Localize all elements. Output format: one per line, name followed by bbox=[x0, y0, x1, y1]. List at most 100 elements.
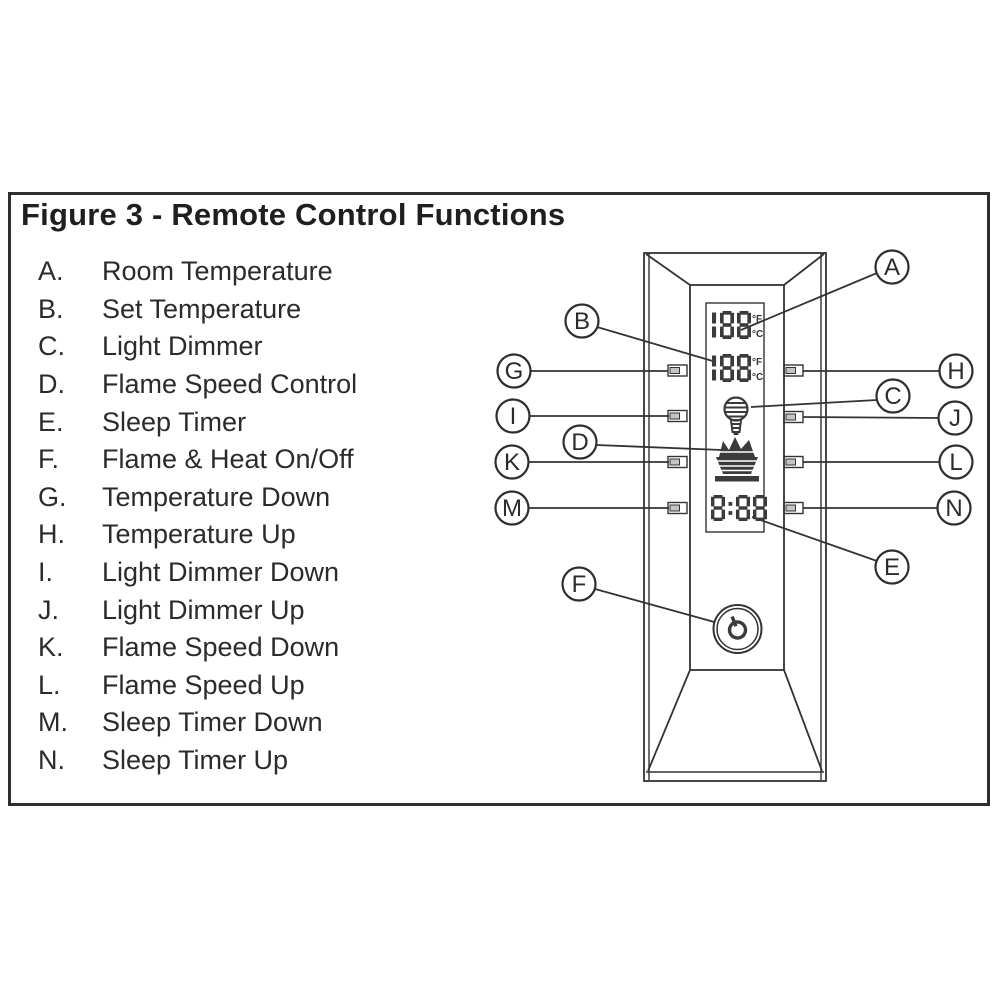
legend-item-m: M. Sleep Timer Down bbox=[38, 704, 357, 742]
legend-label: Light Dimmer Up bbox=[102, 594, 305, 625]
legend-item-i: I. Light Dimmer Down bbox=[38, 554, 357, 592]
svg-text:F: F bbox=[572, 571, 587, 598]
side-buttons bbox=[667, 364, 804, 515]
callout-i: I bbox=[495, 398, 531, 434]
legend-letter: L. bbox=[38, 669, 61, 700]
svg-text:N: N bbox=[945, 495, 962, 522]
legend-list: A. Room Temperature B. Set Temperature C. L… bbox=[38, 253, 357, 779]
svg-text:K: K bbox=[504, 449, 520, 476]
svg-text:I: I bbox=[510, 403, 517, 430]
callout-l: L bbox=[938, 444, 974, 480]
sleep-timer-down-button bbox=[667, 501, 688, 515]
legend-label: Room Temperature bbox=[102, 256, 333, 287]
legend-label: Flame Speed Up bbox=[102, 669, 305, 700]
callout-b: B bbox=[564, 303, 600, 339]
temperature-down-button bbox=[667, 364, 688, 377]
legend-letter: F. bbox=[38, 444, 60, 475]
callout-a: A bbox=[874, 249, 910, 285]
room-temp-unit-f: °F bbox=[752, 314, 762, 325]
set-temp-unit-f: °F bbox=[752, 357, 762, 368]
bottom-face-right-slant bbox=[783, 669, 823, 772]
legend-label: Set Temperature bbox=[102, 293, 302, 324]
light-dimmer-down-button bbox=[667, 409, 688, 423]
flame-speed-down-button bbox=[667, 455, 688, 469]
callout-d: D bbox=[562, 424, 598, 460]
callout-g: G bbox=[496, 353, 532, 389]
leader-line-d bbox=[595, 444, 723, 451]
sleep-timer-display bbox=[711, 495, 767, 521]
legend-letter: G. bbox=[38, 481, 67, 512]
legend-label: Flame Speed Down bbox=[102, 632, 340, 663]
legend-letter: I. bbox=[38, 557, 54, 588]
bulb-icon bbox=[723, 396, 749, 435]
set-temp-unit-c: °C bbox=[752, 372, 763, 383]
legend-item-g: G. Temperature Down bbox=[38, 479, 357, 517]
svg-text:H: H bbox=[947, 358, 964, 385]
svg-text:A: A bbox=[884, 254, 900, 281]
temperature-up-button bbox=[783, 364, 804, 377]
svg-text:L: L bbox=[949, 449, 962, 476]
legend-label: Temperature Up bbox=[102, 519, 296, 550]
legend-label: Flame & Heat On/Off bbox=[102, 444, 354, 475]
legend-item-d: D. Flame Speed Control bbox=[38, 366, 357, 404]
leader-line-b bbox=[596, 326, 717, 363]
leader-line-f bbox=[594, 588, 737, 629]
legend-label: Sleep Timer bbox=[102, 406, 247, 437]
legend-letter: K. bbox=[38, 632, 64, 663]
legend-label: Light Dimmer bbox=[102, 331, 263, 362]
legend-label: Flame Speed Control bbox=[102, 369, 358, 400]
legend-letter: B. bbox=[38, 293, 64, 324]
top-face-right-slant bbox=[783, 253, 825, 286]
svg-text:E: E bbox=[884, 554, 900, 581]
callout-e: E bbox=[874, 549, 910, 585]
legend-letter: D. bbox=[38, 369, 65, 400]
callout-j: J bbox=[937, 400, 973, 436]
sleep-timer-up-button bbox=[783, 501, 804, 515]
callout-n: N bbox=[936, 490, 972, 526]
callout-h: H bbox=[938, 353, 974, 389]
figure-title: Figure 3 - Remote Control Functions bbox=[21, 197, 566, 232]
legend-item-k: K. Flame Speed Down bbox=[38, 629, 357, 667]
legend-item-f: F. Flame & Heat On/Off bbox=[38, 441, 357, 479]
remote-outer-edge bbox=[643, 252, 827, 782]
leader-lines bbox=[528, 272, 940, 629]
legend-item-j: J.Light Dimmer Up bbox=[38, 591, 357, 629]
power-icon bbox=[727, 615, 748, 640]
legend-label: Sleep Timer Down bbox=[102, 707, 323, 738]
legend-letter: A. bbox=[38, 256, 64, 287]
legend-label: Light Dimmer Down bbox=[102, 557, 340, 588]
leader-line-c bbox=[750, 399, 878, 408]
legend-item-h: H. Temperature Up bbox=[38, 516, 357, 554]
bottom-face-left-slant bbox=[647, 669, 691, 772]
legend-item-b: B. Set Temperature bbox=[38, 291, 357, 329]
room-temp-unit-c: °C bbox=[752, 329, 763, 340]
power-button bbox=[712, 604, 763, 654]
svg-text:D: D bbox=[571, 429, 588, 456]
legend-item-e: E.Sleep Timer bbox=[38, 403, 357, 441]
callout-c: C bbox=[875, 378, 911, 414]
legend-letter: C. bbox=[38, 331, 65, 362]
flame-speed-up-button bbox=[783, 455, 804, 469]
svg-text:G: G bbox=[505, 358, 524, 385]
svg-text:M: M bbox=[502, 495, 522, 522]
leader-line-e bbox=[751, 516, 878, 562]
leader-line-j bbox=[802, 416, 940, 419]
legend-item-l: L. Flame Speed Up bbox=[38, 667, 357, 705]
legend-item-n: N. Sleep Timer Up bbox=[38, 742, 357, 780]
legend-letter: M. bbox=[38, 707, 68, 738]
legend-letter: N. bbox=[38, 745, 65, 776]
legend-item-a: A. Room Temperature bbox=[38, 253, 357, 291]
svg-text:C: C bbox=[884, 383, 901, 410]
front-face-panel bbox=[689, 284, 785, 671]
legend-label: Sleep Timer Up bbox=[102, 745, 289, 776]
svg-text:J: J bbox=[949, 405, 961, 432]
callouts: A B C D E F G H I J K L M N bbox=[494, 249, 974, 602]
remote-body-outline bbox=[643, 252, 827, 782]
legend-letter: H. bbox=[38, 519, 65, 550]
legend-label: Temperature Down bbox=[102, 481, 331, 512]
display-panel-border bbox=[705, 302, 765, 533]
callout-m: M bbox=[494, 490, 530, 526]
callout-k: K bbox=[494, 444, 530, 480]
